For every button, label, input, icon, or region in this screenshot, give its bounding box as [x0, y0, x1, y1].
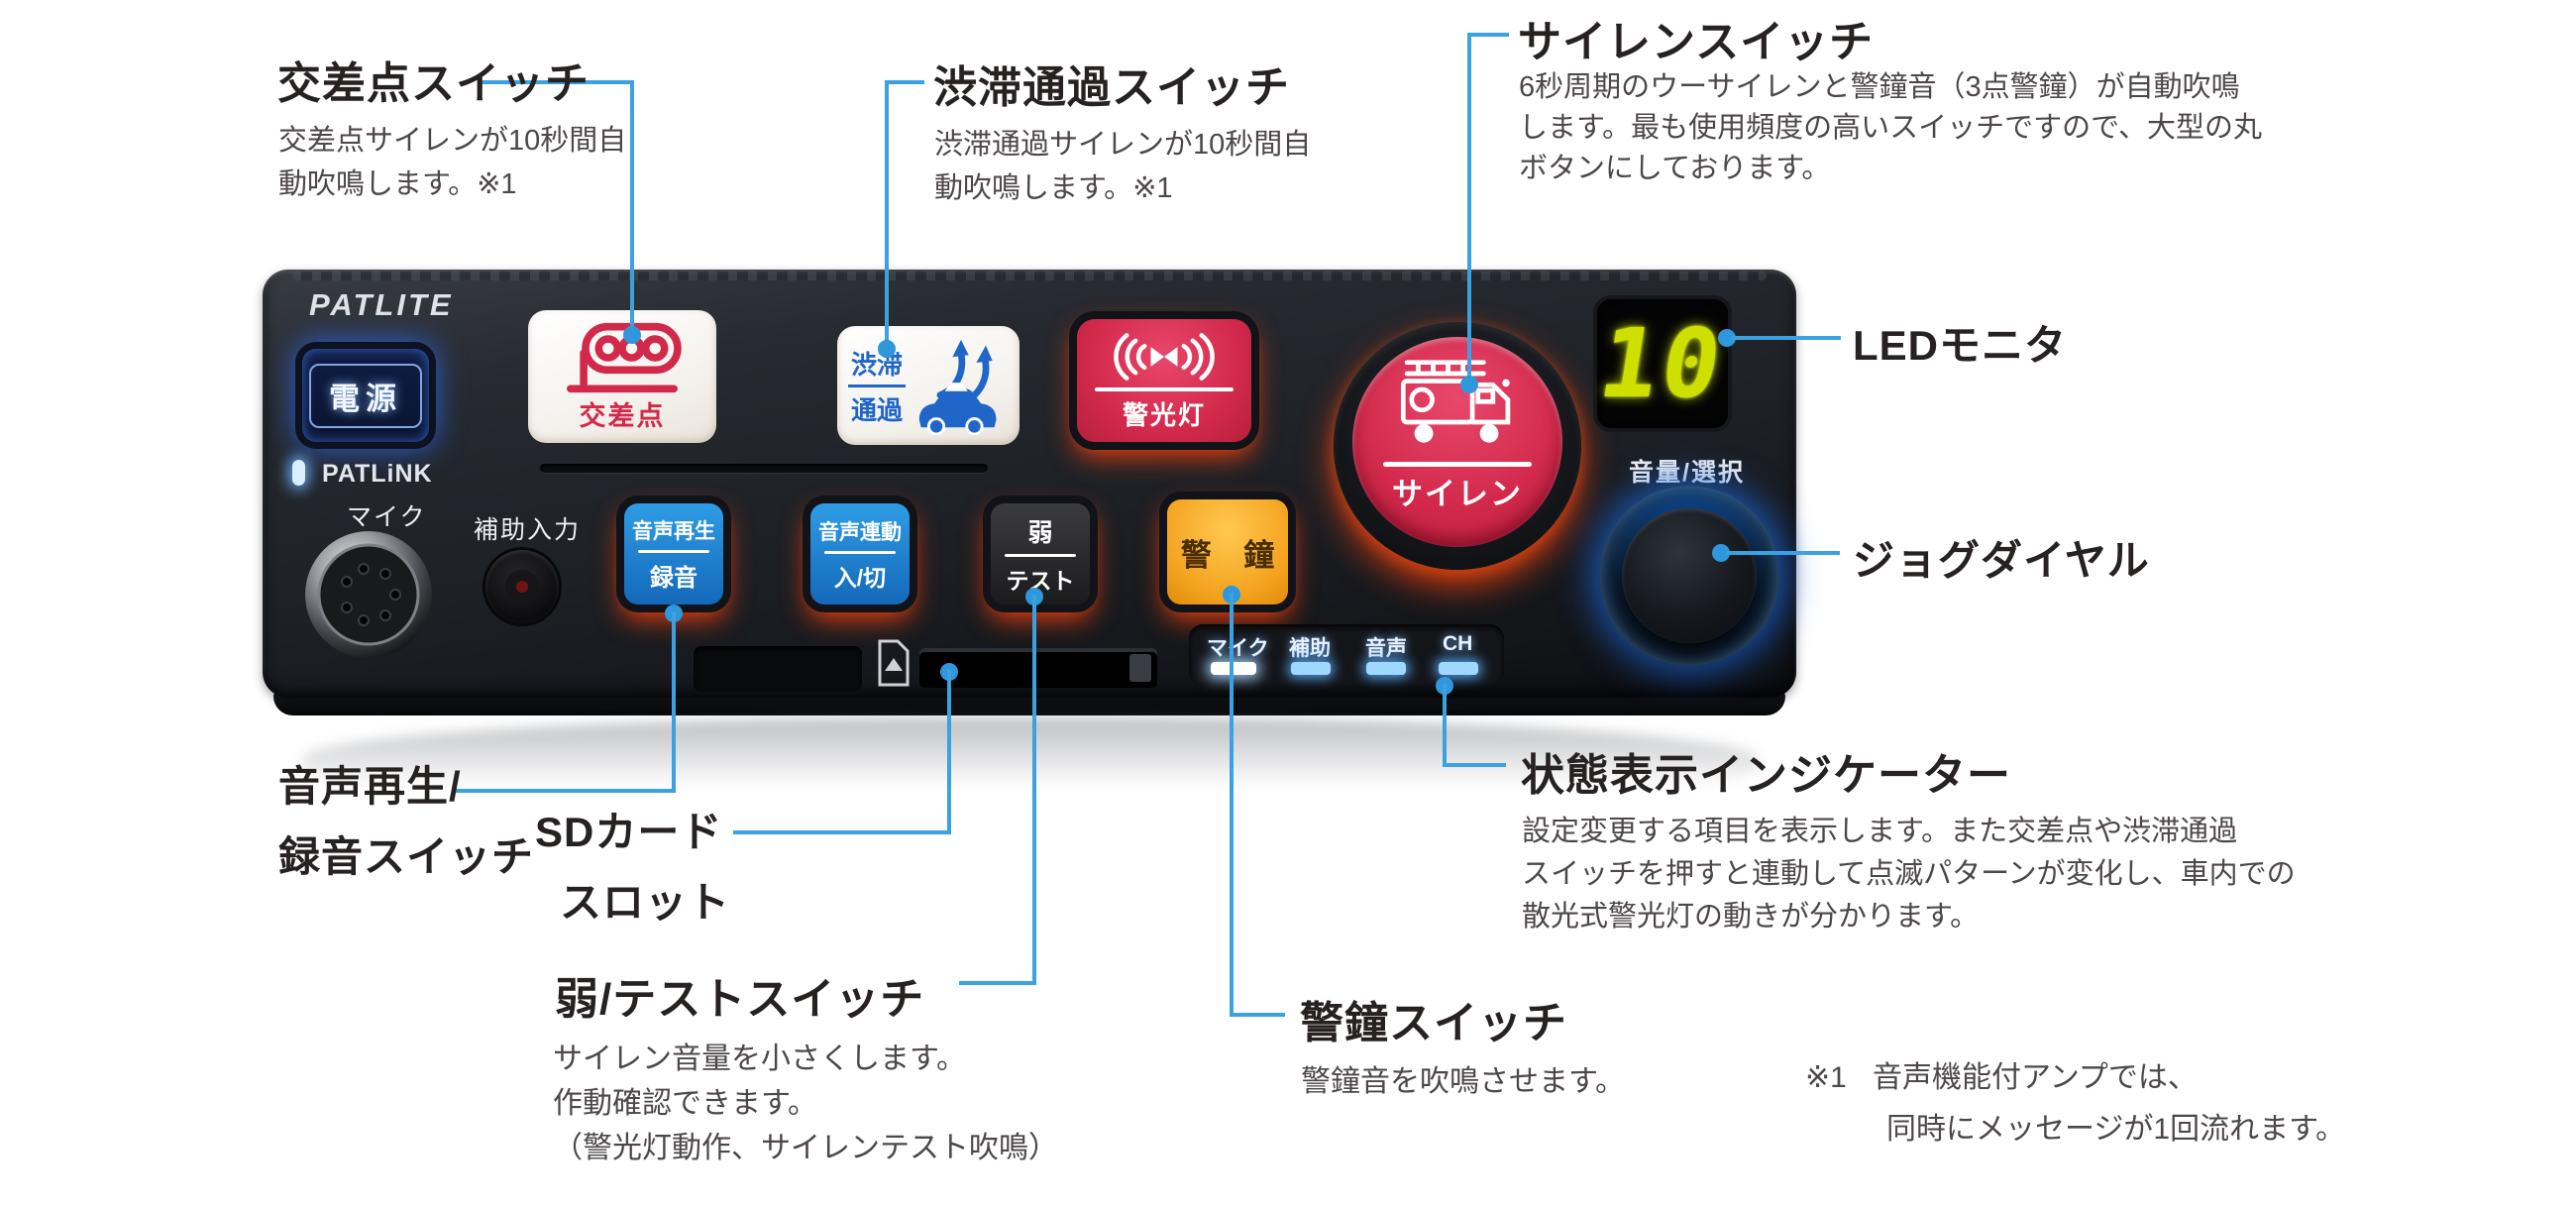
footnote-mark: ※1	[1805, 1061, 1847, 1094]
congestion-pass-button[interactable]: 渋滞 通過	[837, 326, 1020, 445]
callout-dot-siren	[1460, 376, 1478, 393]
desc-status-2: スイッチを押すと連動して点滅パターンが変化し、車内での	[1522, 858, 2296, 890]
desc-bell: 警鐘音を吹鳴させます。	[1301, 1065, 1625, 1098]
sd-card-slot[interactable]	[919, 648, 1157, 688]
warning-light-button[interactable]: 警光灯	[1077, 319, 1251, 442]
led-monitor-display: 10	[1592, 299, 1733, 428]
patlite-logo: PATLITE	[309, 287, 454, 322]
label-bell-switch: 警鐘スイッチ	[1300, 999, 1567, 1047]
light-waves-icon	[1114, 332, 1215, 381]
panel-groove	[540, 464, 988, 473]
desc-status-3: 散光式警光灯の動きが分かります。	[1522, 901, 1980, 933]
status-indicator-panel: マイク 補助 音声 CH	[1189, 624, 1504, 686]
siren-button[interactable]: サイレン	[1352, 337, 1562, 547]
callout-dot-congestion	[878, 340, 896, 358]
power-button[interactable]: 電源	[302, 349, 429, 442]
indicator-voice-led	[1366, 662, 1406, 675]
callout-line-siren	[1469, 33, 1509, 37]
callout-line-sd-card	[733, 830, 951, 834]
indicator-aux-led	[1291, 662, 1331, 675]
desc-siren-2: します。最も使用頻度の高いスイッチですので、大型の丸	[1519, 112, 2262, 144]
warning-light-button-label: 警光灯	[1122, 399, 1206, 430]
desc-siren-1: 6秒周期のウーサイレンと警鐘音（3点警鐘）が自動吹鳴	[1519, 71, 2240, 103]
label-status-indicator: 状態表示インジケーター	[1521, 751, 2011, 800]
callout-line-jog-dial	[1727, 551, 1840, 555]
callout-line-bell	[1234, 1013, 1285, 1017]
car-arrows-icon	[918, 339, 997, 435]
label-led-monitor: LEDモニタ	[1853, 322, 2068, 369]
desc-weak-test-1: サイレン音量を小さくします。	[553, 1043, 966, 1075]
indicator-ch-led	[1439, 662, 1478, 675]
callout-line-congestion	[887, 80, 924, 84]
desc-intersection-1: 交差点サイレンが10秒間自	[278, 125, 627, 157]
congestion-pass-button-label: 渋滞 通過	[848, 345, 906, 427]
desc-congestion-1: 渋滞通過サイレンが10秒間自	[934, 129, 1312, 161]
mic-connector[interactable]	[303, 529, 434, 660]
callout-dot-intersection	[623, 326, 641, 344]
footnote-line-2: 同時にメッセージが1回流れます。	[1886, 1113, 2346, 1146]
power-button-label: 電源	[309, 363, 422, 428]
aux-jack-inner	[505, 570, 539, 604]
weak-test-button[interactable]: 弱 テスト	[991, 503, 1090, 604]
label-sd-card-1: SDカード	[535, 809, 723, 855]
label-sd-card-2: スロット	[560, 879, 731, 926]
label-intersection-switch: 交差点スイッチ	[277, 59, 590, 108]
sd-recess	[694, 646, 862, 692]
intersection-button[interactable]: 交差点	[528, 310, 716, 443]
callout-line-led-monitor	[1732, 336, 1841, 340]
indicator-aux-label: 補助	[1289, 637, 1331, 660]
callout-dot-led-monitor	[1718, 329, 1736, 347]
footnote-line-1: 音声機能付アンプでは、	[1873, 1061, 2198, 1094]
bell-button-label: 警 鐘	[1180, 537, 1287, 573]
label-voice-play-1: 音声再生/	[278, 763, 462, 810]
patlink-logo: PATLiNK	[322, 460, 433, 488]
callout-line-status	[1447, 763, 1506, 767]
jog-dial[interactable]	[1599, 486, 1779, 666]
desc-siren-3: ボタンにしております。	[1519, 153, 1831, 184]
led-value: 10	[1592, 308, 1733, 419]
mic-label: マイク	[347, 503, 427, 531]
desc-intersection-2: 動吹鳴します。※1	[278, 168, 517, 200]
device-reflection	[302, 717, 1759, 809]
label-weak-test-switch: 弱/テストスイッチ	[555, 975, 925, 1024]
intersection-button-label: 交差点	[579, 400, 666, 431]
patlink-led	[292, 460, 305, 486]
desc-weak-test-3: （警光灯動作、サイレンテスト吹鳴）	[553, 1132, 1058, 1164]
traffic-light-icon	[567, 322, 682, 392]
desc-status-1: 設定変更する項目を表示します。また交差点や渋滞通過	[1522, 816, 2238, 847]
siren-button-bezel: サイレン	[1334, 322, 1581, 570]
volume-select-label: 音量/選択	[1629, 459, 1745, 487]
label-congestion-switch: 渋滞通過スイッチ	[933, 63, 1290, 112]
aux-input-jack[interactable]	[485, 550, 559, 623]
indicator-voice-label: 音声	[1365, 637, 1407, 660]
voice-link-button[interactable]: 音声連動 入/切	[810, 503, 910, 604]
siren-amplifier-panel: PATLITE 電源 PATLiNK マイク 補助入力	[263, 270, 1796, 698]
voice-play-record-button[interactable]: 音声再生 録音	[624, 503, 723, 604]
callout-line-weak-test	[959, 981, 1036, 985]
sd-card-icon	[878, 639, 910, 687]
desc-weak-test-2: 作動確認できます。	[553, 1087, 817, 1120]
siren-button-label: サイレン	[1392, 477, 1523, 511]
fire-truck-icon	[1400, 360, 1511, 443]
label-voice-play-2: 録音スイッチ	[278, 833, 535, 880]
desc-congestion-2: 動吹鳴します。※1	[934, 172, 1173, 204]
callout-dot-jog-dial	[1712, 544, 1730, 562]
aux-input-label: 補助入力	[474, 516, 582, 544]
callout-line-voice-play	[454, 789, 676, 793]
indicator-ch-label: CH	[1443, 632, 1473, 655]
label-jog-dial: ジョグダイヤル	[1853, 537, 2150, 584]
label-siren-switch: サイレンスイッチ	[1518, 18, 1875, 66]
aux-jack-hole	[516, 581, 528, 593]
callout-line-intersection	[479, 80, 634, 84]
indicator-mic-led	[1211, 662, 1256, 675]
indicator-mic-label: マイク	[1207, 637, 1269, 660]
jog-dial-knob[interactable]	[1622, 508, 1757, 643]
